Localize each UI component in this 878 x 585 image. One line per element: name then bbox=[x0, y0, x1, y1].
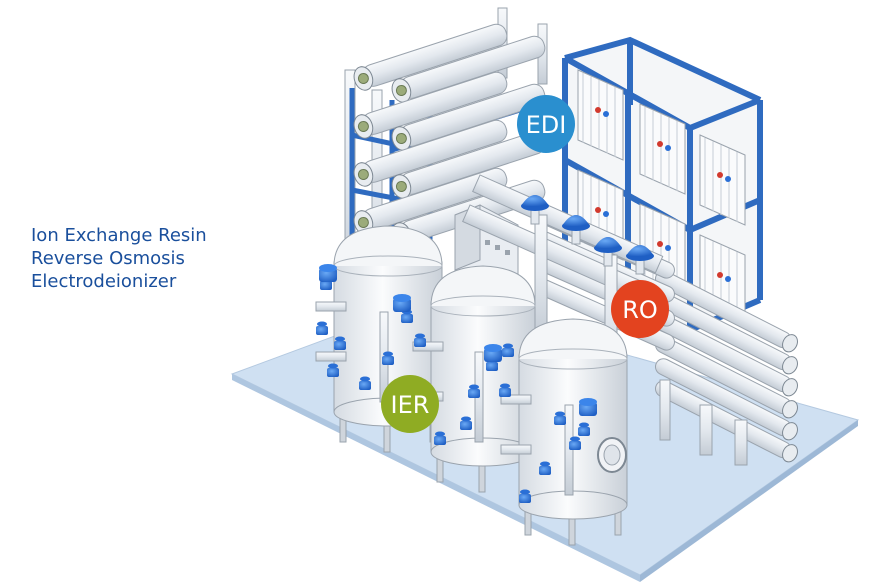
valve-small bbox=[460, 416, 472, 430]
valve-cap bbox=[594, 237, 622, 267]
valve-actuator bbox=[319, 264, 337, 282]
ro-right-membrane-tube bbox=[654, 270, 798, 353]
valve-small bbox=[499, 383, 511, 397]
badge-ro-label: RO bbox=[622, 296, 658, 324]
valve-small bbox=[334, 336, 346, 350]
edi-module bbox=[577, 69, 624, 161]
ro-membrane-tube bbox=[353, 23, 508, 91]
valve-small bbox=[578, 422, 590, 436]
valve-small bbox=[468, 384, 480, 398]
valve-small bbox=[414, 333, 426, 347]
badge-edi[interactable]: EDI bbox=[517, 95, 575, 153]
valve-small bbox=[316, 321, 328, 335]
manhole-inner bbox=[603, 444, 621, 466]
ro-membrane-tube bbox=[353, 71, 508, 139]
valve-small bbox=[539, 461, 551, 475]
valve-small bbox=[434, 431, 446, 445]
badge-ier[interactable]: IER bbox=[381, 375, 439, 433]
valve-small bbox=[327, 363, 339, 377]
legend: Ion Exchange Resin Reverse Osmosis Elect… bbox=[31, 224, 207, 293]
valve-actuator bbox=[484, 344, 502, 362]
legend-electrodeionizer: Electrodeionizer bbox=[31, 271, 177, 292]
ro-right-membrane-tube bbox=[654, 380, 798, 463]
valve-cap bbox=[562, 215, 590, 245]
valve-small bbox=[502, 343, 514, 357]
edi-cabinet bbox=[562, 36, 763, 334]
ro-membrane-tube bbox=[353, 119, 508, 187]
ro-right-membrane-tube bbox=[654, 292, 798, 375]
edi-module bbox=[639, 103, 686, 195]
valve-small bbox=[554, 411, 566, 425]
ro-membrane-tube bbox=[391, 83, 546, 151]
edi-module bbox=[699, 134, 746, 226]
valve-small bbox=[382, 351, 394, 365]
badge-ier-label: IER bbox=[391, 391, 430, 419]
legend-ion-exchange-resin: Ion Exchange Resin bbox=[31, 225, 207, 246]
badge-ro-circle bbox=[611, 280, 669, 338]
valve-small bbox=[359, 376, 371, 390]
ro-right-membrane-tube bbox=[654, 358, 798, 441]
badge-edi-circle bbox=[517, 95, 575, 153]
ier-tank bbox=[500, 318, 628, 546]
badge-edi-label: EDI bbox=[526, 111, 567, 139]
valve-actuator bbox=[579, 398, 597, 416]
valve-cap bbox=[521, 195, 549, 225]
valve-actuator bbox=[393, 294, 411, 312]
valve-cap bbox=[626, 245, 654, 275]
valve-small bbox=[519, 489, 531, 503]
badge-ro[interactable]: RO bbox=[611, 280, 669, 338]
legend-reverse-osmosis: Reverse Osmosis bbox=[31, 248, 185, 269]
badge-ier-circle bbox=[381, 375, 439, 433]
ro-module-upper bbox=[344, 7, 548, 291]
valve-small bbox=[569, 436, 581, 450]
